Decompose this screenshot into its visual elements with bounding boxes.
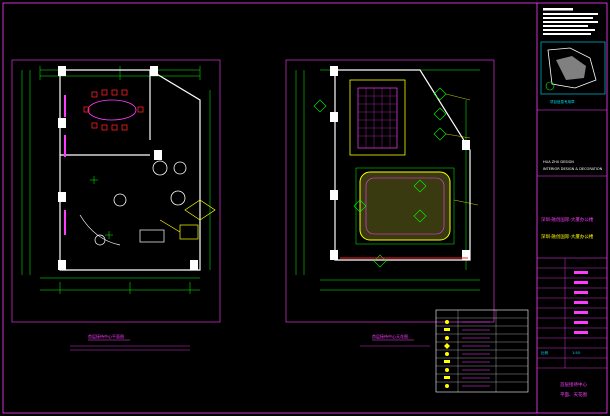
- legend-symbols: [444, 320, 450, 388]
- title-block-header-bars: [543, 8, 598, 35]
- ceiling-plan-frame: [285, 59, 495, 323]
- ceiling-dimensions: [295, 69, 480, 291]
- title-block-grid: [537, 258, 607, 369]
- title-block-stamp: 项目信息专用章: [550, 99, 575, 104]
- floor-plan: 首层接待中心平面图: [11, 59, 221, 351]
- compass-icon: [545, 81, 555, 91]
- ceiling-walls: [334, 69, 471, 261]
- company-name-en: HUA ZHU DESIGN: [543, 160, 574, 164]
- lounge-furniture: [159, 199, 216, 240]
- floor-annotations: [90, 176, 113, 239]
- title-block: 项目信息专用章 HUA ZHU DESIGN INTERIOR DESIGN &…: [537, 8, 607, 398]
- upper-ceiling-panel: [349, 79, 406, 156]
- company-logo-icon: [540, 41, 606, 95]
- project-title-1: 深圳·融创国际·大厦办公楼: [541, 216, 594, 223]
- scale-value: 1:50: [572, 351, 580, 355]
- floor-plan-caption: 首层接待中心平面图: [88, 333, 124, 339]
- floor-plan-frame: [11, 59, 221, 323]
- company-subtitle-en: INTERIOR DESIGN & DECORATION: [543, 167, 603, 171]
- legend-table: [435, 309, 529, 393]
- ceiling-plan: 首层接待中心天花图: [285, 59, 495, 347]
- floor-plan-walls: [59, 69, 201, 271]
- ceiling-columns: [330, 66, 470, 260]
- lower-ceiling-panel: [355, 167, 455, 245]
- project-title-2: 深圳·融创国际·大厦办公楼: [541, 233, 594, 240]
- drawing-name: 首层接待中心: [560, 381, 587, 388]
- floor-plan-columns: [58, 66, 198, 270]
- reception-desk: [79, 214, 165, 246]
- conference-table: [83, 89, 144, 131]
- light-fixture-icon: [313, 87, 447, 268]
- lounge-seating: [113, 160, 187, 207]
- ceiling-leaders: [445, 93, 479, 206]
- ceiling-plan-caption: 首层接待中心天花图: [372, 333, 408, 339]
- window-strips: [64, 95, 66, 235]
- drawing-subname: 平面、天花图: [560, 391, 587, 398]
- title-block-field-marks: [574, 271, 588, 334]
- scale-label: 比例: [541, 350, 549, 355]
